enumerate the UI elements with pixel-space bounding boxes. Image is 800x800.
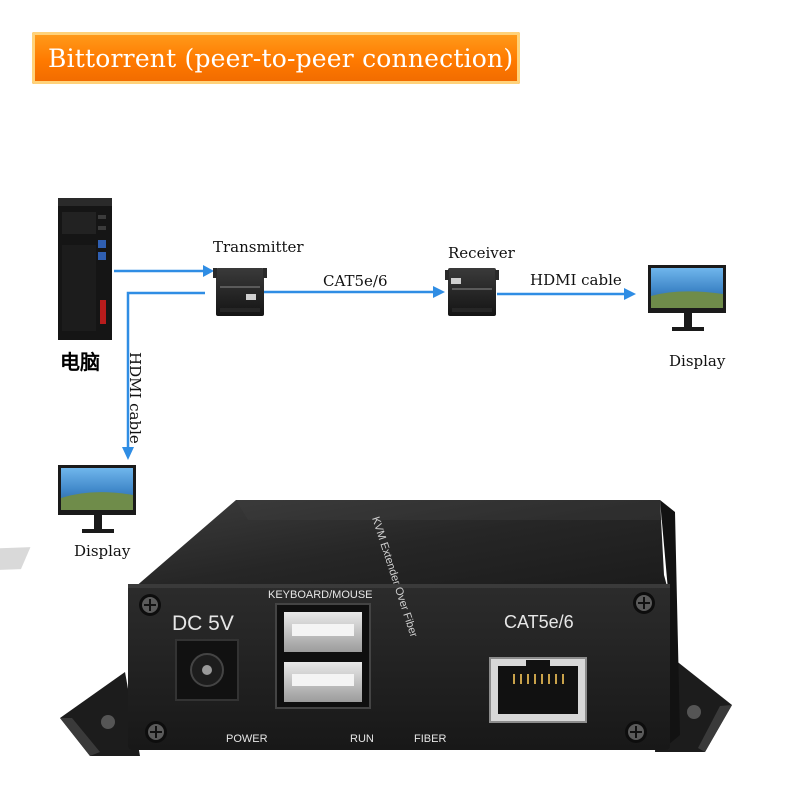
fiber-label: FIBER	[414, 733, 446, 745]
pc-label: 电脑	[60, 350, 100, 374]
display-right-icon	[648, 265, 726, 331]
rj45-label: CAT5e/6	[504, 612, 574, 632]
banner-title: Bittorrent (peer-to-peer connection)	[48, 43, 514, 73]
product-sticker	[0, 547, 31, 571]
dc-label: DC 5V	[172, 612, 234, 635]
rj45-port	[489, 657, 587, 723]
screw-icon	[625, 721, 647, 743]
arrow-head-icon	[203, 265, 214, 277]
arrow-head-icon	[624, 288, 636, 300]
arrow-head-icon	[433, 286, 445, 298]
screw-icon	[139, 594, 161, 616]
pc-tower-icon	[58, 198, 112, 340]
cat-label: CAT5e/6	[323, 272, 388, 290]
usb-label: KEYBOARD/MOUSE	[268, 589, 373, 601]
screw-icon	[145, 721, 167, 743]
receiver-icon	[445, 268, 499, 316]
display-left-label: Display	[74, 542, 131, 560]
device-top	[134, 500, 668, 590]
run-label: RUN	[350, 733, 374, 745]
title-banner: Bittorrent (peer-to-peer connection)	[32, 32, 520, 84]
dc-jack-port	[175, 639, 239, 701]
hdmi-right-label: HDMI cable	[530, 271, 622, 289]
screw-icon	[633, 592, 655, 614]
flange-screw-icon	[101, 705, 701, 729]
display-right-label: Display	[669, 352, 726, 370]
transmitter-label: Transmitter	[213, 238, 304, 256]
display-left-icon	[58, 465, 136, 533]
receiver-label: Receiver	[448, 244, 515, 262]
usb-ports	[275, 603, 371, 709]
transmitter-icon	[213, 268, 267, 316]
arrow-hdmi-loop	[126, 291, 205, 448]
power-label: POWER	[226, 733, 268, 745]
arrow-head-icon	[122, 447, 134, 460]
